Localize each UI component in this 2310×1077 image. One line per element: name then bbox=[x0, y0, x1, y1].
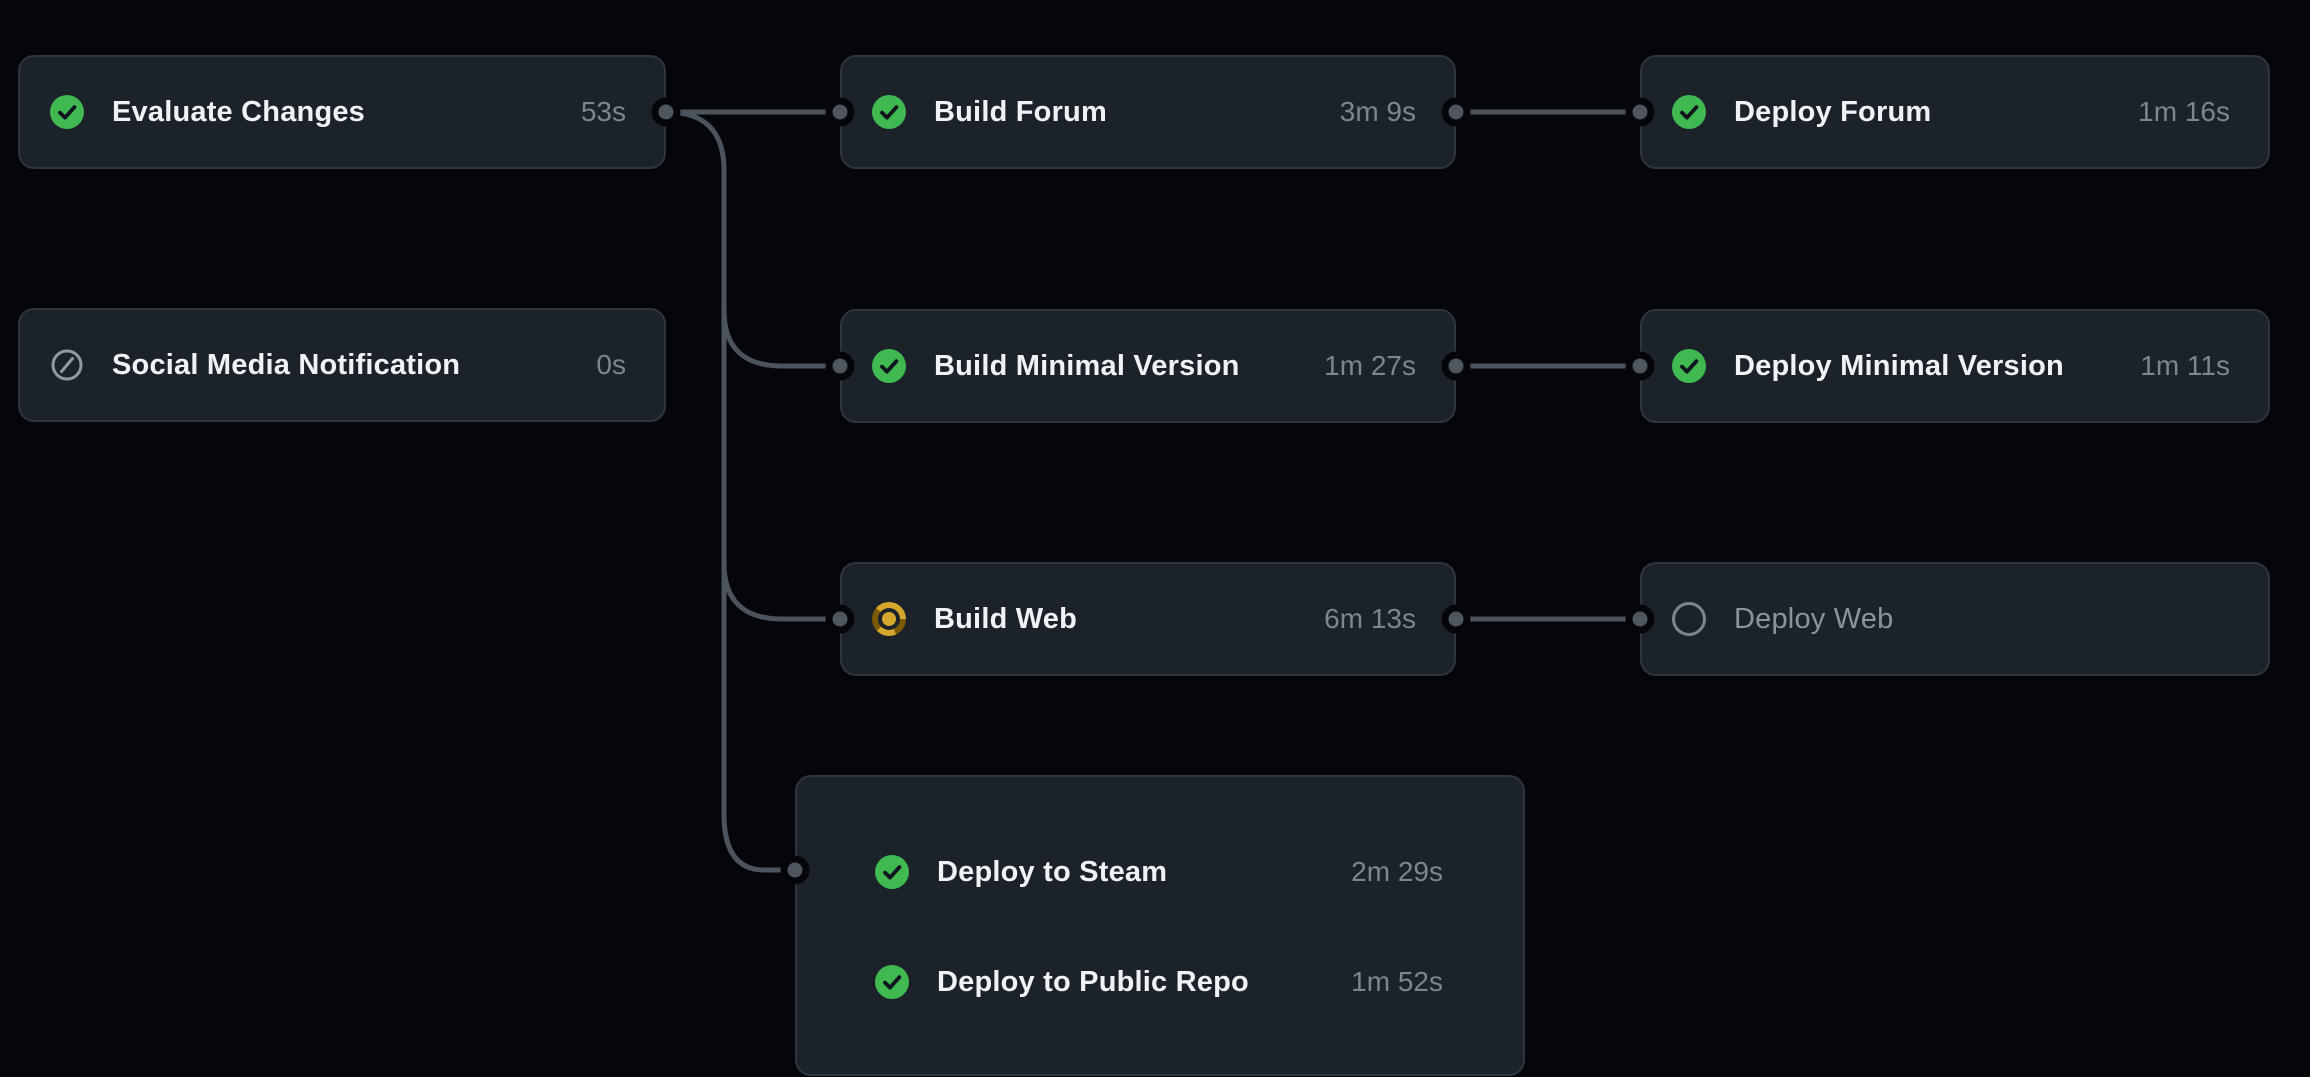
edge-evaluate-to-deploy-group bbox=[665, 109, 795, 873]
job-duration: 6m 13s bbox=[1324, 603, 1416, 634]
pending-circle-icon bbox=[1672, 602, 1706, 636]
success-check-icon bbox=[872, 95, 906, 129]
job-label: Deploy to Public Repo bbox=[937, 965, 1249, 998]
job-duration: 2m 29s bbox=[1351, 856, 1443, 887]
job-label: Deploy to Steam bbox=[937, 855, 1168, 888]
job-label: Build Forum bbox=[934, 95, 1107, 128]
success-check-icon bbox=[50, 95, 84, 129]
job-row-deploy-to-public-repo[interactable]: Deploy to Public Repo 1m 52s bbox=[875, 952, 1443, 1012]
job-row-deploy-to-steam[interactable]: Deploy to Steam 2m 29s bbox=[875, 842, 1443, 902]
success-check-icon bbox=[1672, 95, 1706, 129]
job-card-build-minimal-version[interactable]: Build Minimal Version 1m 27s bbox=[840, 309, 1456, 423]
job-card-build-forum[interactable]: Build Forum 3m 9s bbox=[840, 55, 1456, 169]
job-label: Build Minimal Version bbox=[934, 349, 1240, 382]
edge-evaluate-to-build-web bbox=[721, 562, 840, 622]
job-card-deploy-web[interactable]: Deploy Web bbox=[1640, 562, 2270, 676]
job-label: Social Media Notification bbox=[112, 348, 461, 381]
job-card-build-web[interactable]: Build Web 6m 13s bbox=[840, 562, 1456, 676]
job-duration: 1m 27s bbox=[1324, 350, 1416, 381]
job-duration: 3m 9s bbox=[1339, 96, 1416, 127]
job-label: Deploy Web bbox=[1734, 602, 1894, 635]
job-label: Deploy Forum bbox=[1734, 95, 1932, 128]
success-check-icon bbox=[872, 349, 906, 383]
job-label: Build Web bbox=[934, 602, 1078, 635]
job-label: Deploy Minimal Version bbox=[1734, 349, 2064, 382]
job-duration: 1m 52s bbox=[1351, 966, 1443, 997]
job-duration: 53s bbox=[580, 96, 626, 127]
success-check-icon bbox=[1672, 349, 1706, 383]
skipped-icon bbox=[50, 348, 84, 382]
job-card-deploy-forum[interactable]: Deploy Forum 1m 16s bbox=[1640, 55, 2270, 169]
in-progress-spinner-icon bbox=[872, 602, 906, 636]
success-check-icon bbox=[875, 855, 909, 889]
job-card-social-media-notification[interactable]: Social Media Notification 0s bbox=[18, 308, 666, 422]
edge-evaluate-to-build-minimal bbox=[721, 309, 840, 369]
job-duration: 0s bbox=[596, 349, 626, 380]
job-label: Evaluate Changes bbox=[112, 95, 366, 128]
job-card-evaluate-changes[interactable]: Evaluate Changes 53s bbox=[18, 55, 666, 169]
success-check-icon bbox=[875, 965, 909, 999]
job-duration: 1m 11s bbox=[2140, 350, 2230, 381]
job-card-deploy-minimal-version[interactable]: Deploy Minimal Version 1m 11s bbox=[1640, 309, 2270, 423]
job-group-deploy: Deploy to Steam 2m 29s Deploy to Public … bbox=[795, 775, 1525, 1076]
job-duration: 1m 16s bbox=[2138, 96, 2230, 127]
